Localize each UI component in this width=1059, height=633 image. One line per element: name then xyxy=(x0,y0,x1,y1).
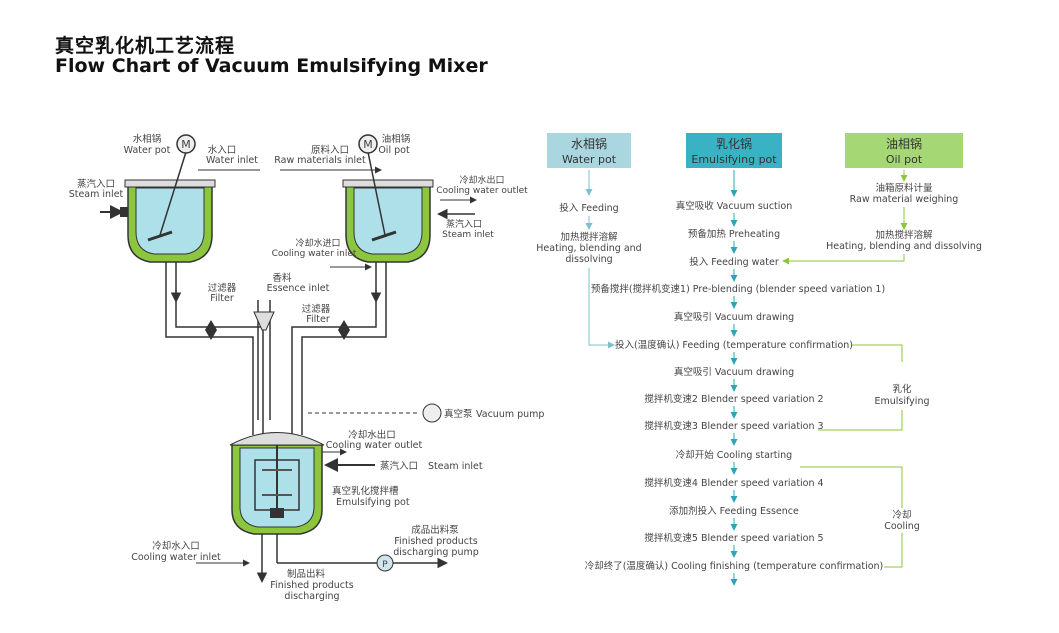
filter-right-zh: 过滤器 xyxy=(302,303,331,315)
water-step-hbd-zh: 加热搅拌溶解 xyxy=(560,231,618,243)
oil-motor-letter: M xyxy=(363,138,373,151)
raw-materials-inlet-label-en: Raw materials inlet xyxy=(274,155,366,166)
page-title-zh: 真空乳化机工艺流程 xyxy=(55,35,236,57)
raw-materials-inlet-label-zh: 原料入口 xyxy=(311,144,349,156)
oil-step-hbd-zh: 加热搅拌溶解 xyxy=(875,229,933,241)
discharge-pump-icon xyxy=(376,554,394,572)
header-oil-pot: 油相锅 Oil pot xyxy=(845,133,963,168)
discharging-pump-en2: discharging pump xyxy=(393,547,479,558)
cooling-water-outlet-top-zh: 冷却水出口 xyxy=(459,174,504,186)
header-emulsifying-pot: 乳化锅 Emulsifying pot xyxy=(686,133,782,168)
discharging-pump-en1: Finished products xyxy=(394,536,477,547)
header-oil-en: Oil pot xyxy=(886,153,923,166)
main-steps: 真空吸收 Vacuum suction 预备加热 Preheating 投入 F… xyxy=(585,170,885,586)
header-oil-zh: 油相锅 xyxy=(886,136,922,151)
header-water-en: Water pot xyxy=(562,153,617,166)
water-pot-vessel xyxy=(120,151,216,303)
emulsifying-pot-label-en: Emulsifying pot xyxy=(336,497,410,508)
phase-emulsifying-bracket xyxy=(818,344,903,431)
page-title-en: Flow Chart of Vacuum Emulsifying Mixer xyxy=(55,55,488,77)
step-10: 冷却开始 Cooling starting xyxy=(676,449,792,461)
water-pot-label-zh: 水相锅 xyxy=(133,133,162,145)
phase-emulsifying-en: Emulsifying xyxy=(875,396,930,407)
steam-inlet-left-zh: 蒸汽入口 xyxy=(77,178,115,190)
oil-pot-motor-icon xyxy=(358,134,378,154)
step-5: 真空吸引 Vacuum drawing xyxy=(674,311,794,323)
steam-inlet-right-en: Steam inlet xyxy=(442,230,494,240)
phase-cooling-bracket xyxy=(800,466,903,568)
step-2: 预备加热 Preheating xyxy=(688,228,780,240)
header-emulsify-zh: 乳化锅 xyxy=(716,136,752,151)
step-6: 投入(温度确认) Feeding (temperature confirmati… xyxy=(615,339,853,351)
water-pot-label-en: Water pot xyxy=(124,145,171,156)
pump-letter: P xyxy=(382,560,388,570)
filter-left-icon xyxy=(205,320,217,340)
emulsifying-pot-vessel xyxy=(229,432,325,583)
oil-step-hbd-en: Heating, blending and dissolving xyxy=(826,241,982,252)
filter-left-en: Filter xyxy=(210,293,234,304)
water-step-hbd-en1: Heating, blending and xyxy=(536,243,641,254)
step-8: 搅拌机变速2 Blender speed variation 2 xyxy=(644,393,823,405)
water-step-feeding: 投入 Feeding xyxy=(559,202,618,214)
oil-step-weigh-en: Raw material weighing xyxy=(850,194,959,205)
steam-inlet-pot-zh: 蒸汽入口 xyxy=(380,460,418,472)
oil-step-weigh-zh: 油箱原料计量 xyxy=(875,182,933,194)
header-water-zh: 水相锅 xyxy=(571,136,607,151)
filter-right-en: Filter xyxy=(306,314,330,325)
step-12: 添加剂投入 Feeding Essence xyxy=(669,505,799,517)
steam-inlet-right-zh: 蒸汽入口 xyxy=(446,218,482,230)
step-3: 投入 Feeding water xyxy=(689,256,779,268)
vacuum-pump-icon xyxy=(422,403,442,423)
step-7: 真空吸引 Vacuum drawing xyxy=(674,366,794,378)
essence-funnel-icon xyxy=(253,311,275,331)
step-4: 预备搅拌(搅拌机变速1) Pre-blending (blender speed… xyxy=(591,283,885,295)
step-1: 真空吸收 Vacuum suction xyxy=(676,200,793,212)
header-emulsify-en: Emulsifying pot xyxy=(691,153,777,166)
filter-right-icon xyxy=(338,320,350,340)
vacuum-pump-label-en: Vacuum pump xyxy=(476,409,544,420)
header-water-pot: 水相锅 Water pot xyxy=(547,133,631,168)
step-13: 搅拌机变速5 Blender speed variation 5 xyxy=(644,532,823,544)
finished-discharging-zh: 制品出料 xyxy=(287,568,326,580)
water-inlet-label-zh: 水入口 xyxy=(208,144,237,156)
cooling-water-inlet-bottom-zh: 冷却水入口 xyxy=(152,540,200,552)
finished-discharging-en1: Finished products xyxy=(270,580,353,591)
discharging-pump-zh: 成品出料泵 xyxy=(411,524,459,536)
phase-cooling-zh: 冷却 xyxy=(892,509,911,521)
cooling-water-outlet-top-en: Cooling water outlet xyxy=(436,186,528,196)
cooling-water-inlet-mid-en: Cooling water inlet xyxy=(272,249,357,259)
cooling-water-outlet-pot-en: Cooling water outlet xyxy=(326,440,423,451)
water-step-hbd-en2: dissolving xyxy=(565,254,612,265)
phase-cooling-en: Cooling xyxy=(884,521,920,532)
emulsifying-pot-label-zh: 真空乳化搅拌槽 xyxy=(332,485,399,497)
step-9: 搅拌机变速3 Blender speed variation 3 xyxy=(644,420,823,432)
essence-inlet-zh: 香料 xyxy=(272,272,292,284)
water-inlet-label-en: Water inlet xyxy=(206,155,258,166)
phase-emulsifying-zh: 乳化 xyxy=(892,383,912,395)
essence-inlet-en: Essence inlet xyxy=(267,283,330,294)
oil-pot-vessel xyxy=(342,151,434,303)
cooling-water-outlet-pot-zh: 冷却水出口 xyxy=(348,429,396,441)
cooling-water-inlet-bottom-en: Cooling water inlet xyxy=(131,552,221,563)
water-pot-motor-icon xyxy=(176,134,196,154)
finished-discharging-en2: discharging xyxy=(284,591,339,602)
step-14: 冷却终了(温度确认) Cooling finishing (temperatur… xyxy=(585,560,884,572)
steam-inlet-left-en: Steam inlet xyxy=(69,189,124,200)
cooling-water-inlet-mid-zh: 冷却水进口 xyxy=(295,237,340,249)
water-motor-letter: M xyxy=(181,138,191,151)
steam-inlet-pot-en: Steam inlet xyxy=(428,461,483,472)
filter-left-zh: 过滤器 xyxy=(208,282,237,294)
step-11: 搅拌机变速4 Blender speed variation 4 xyxy=(644,477,823,489)
oil-pot-label-zh: 油相锅 xyxy=(382,133,411,145)
oil-pot-label-en: Oil pot xyxy=(378,145,410,156)
vacuum-pump-label: 真空泵 xyxy=(444,408,473,420)
